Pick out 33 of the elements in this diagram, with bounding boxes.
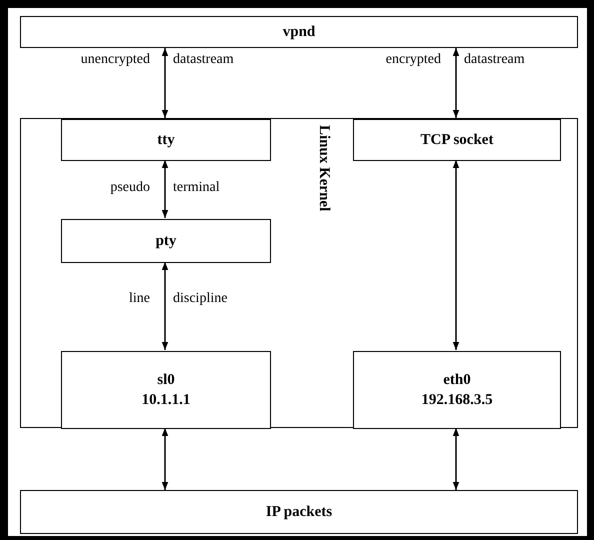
node-label: TCP socket	[420, 131, 494, 150]
double-arrow	[452, 160, 460, 350]
arrow-label: terminal	[173, 180, 220, 196]
node-label: vpnd	[282, 23, 316, 42]
node-label: eth0	[443, 371, 471, 390]
process-box	[353, 119, 561, 161]
double-arrow	[162, 428, 168, 490]
double-arrow	[162, 262, 168, 350]
double-arrow	[452, 428, 460, 490]
arrow-label: line	[129, 291, 150, 307]
node-label: IP packets	[266, 503, 332, 522]
node-label: tty	[157, 131, 175, 150]
node-label: pty	[156, 232, 176, 251]
process-box	[20, 16, 578, 48]
arrow-label: datastream	[464, 52, 525, 68]
double-arrow	[162, 48, 168, 118]
process-box	[353, 351, 561, 429]
arrow-label: encrypted	[386, 52, 441, 68]
process-box	[61, 219, 271, 263]
process-box	[61, 119, 271, 161]
double-arrow	[452, 48, 460, 118]
container-title: Linux Kernel	[315, 125, 333, 212]
container-box	[20, 118, 578, 428]
arrow-label: discipline	[173, 291, 228, 307]
arrow-label: datastream	[173, 52, 234, 68]
arrow-label: unencrypted	[80, 52, 150, 68]
arrow-label: pseudo	[110, 180, 150, 196]
process-box	[61, 351, 271, 429]
double-arrow	[162, 160, 168, 218]
process-box	[20, 490, 578, 534]
node-label: 192.168.3.5	[421, 391, 493, 410]
node-label: sl0	[157, 371, 175, 390]
node-label: 10.1.1.1	[142, 391, 190, 410]
